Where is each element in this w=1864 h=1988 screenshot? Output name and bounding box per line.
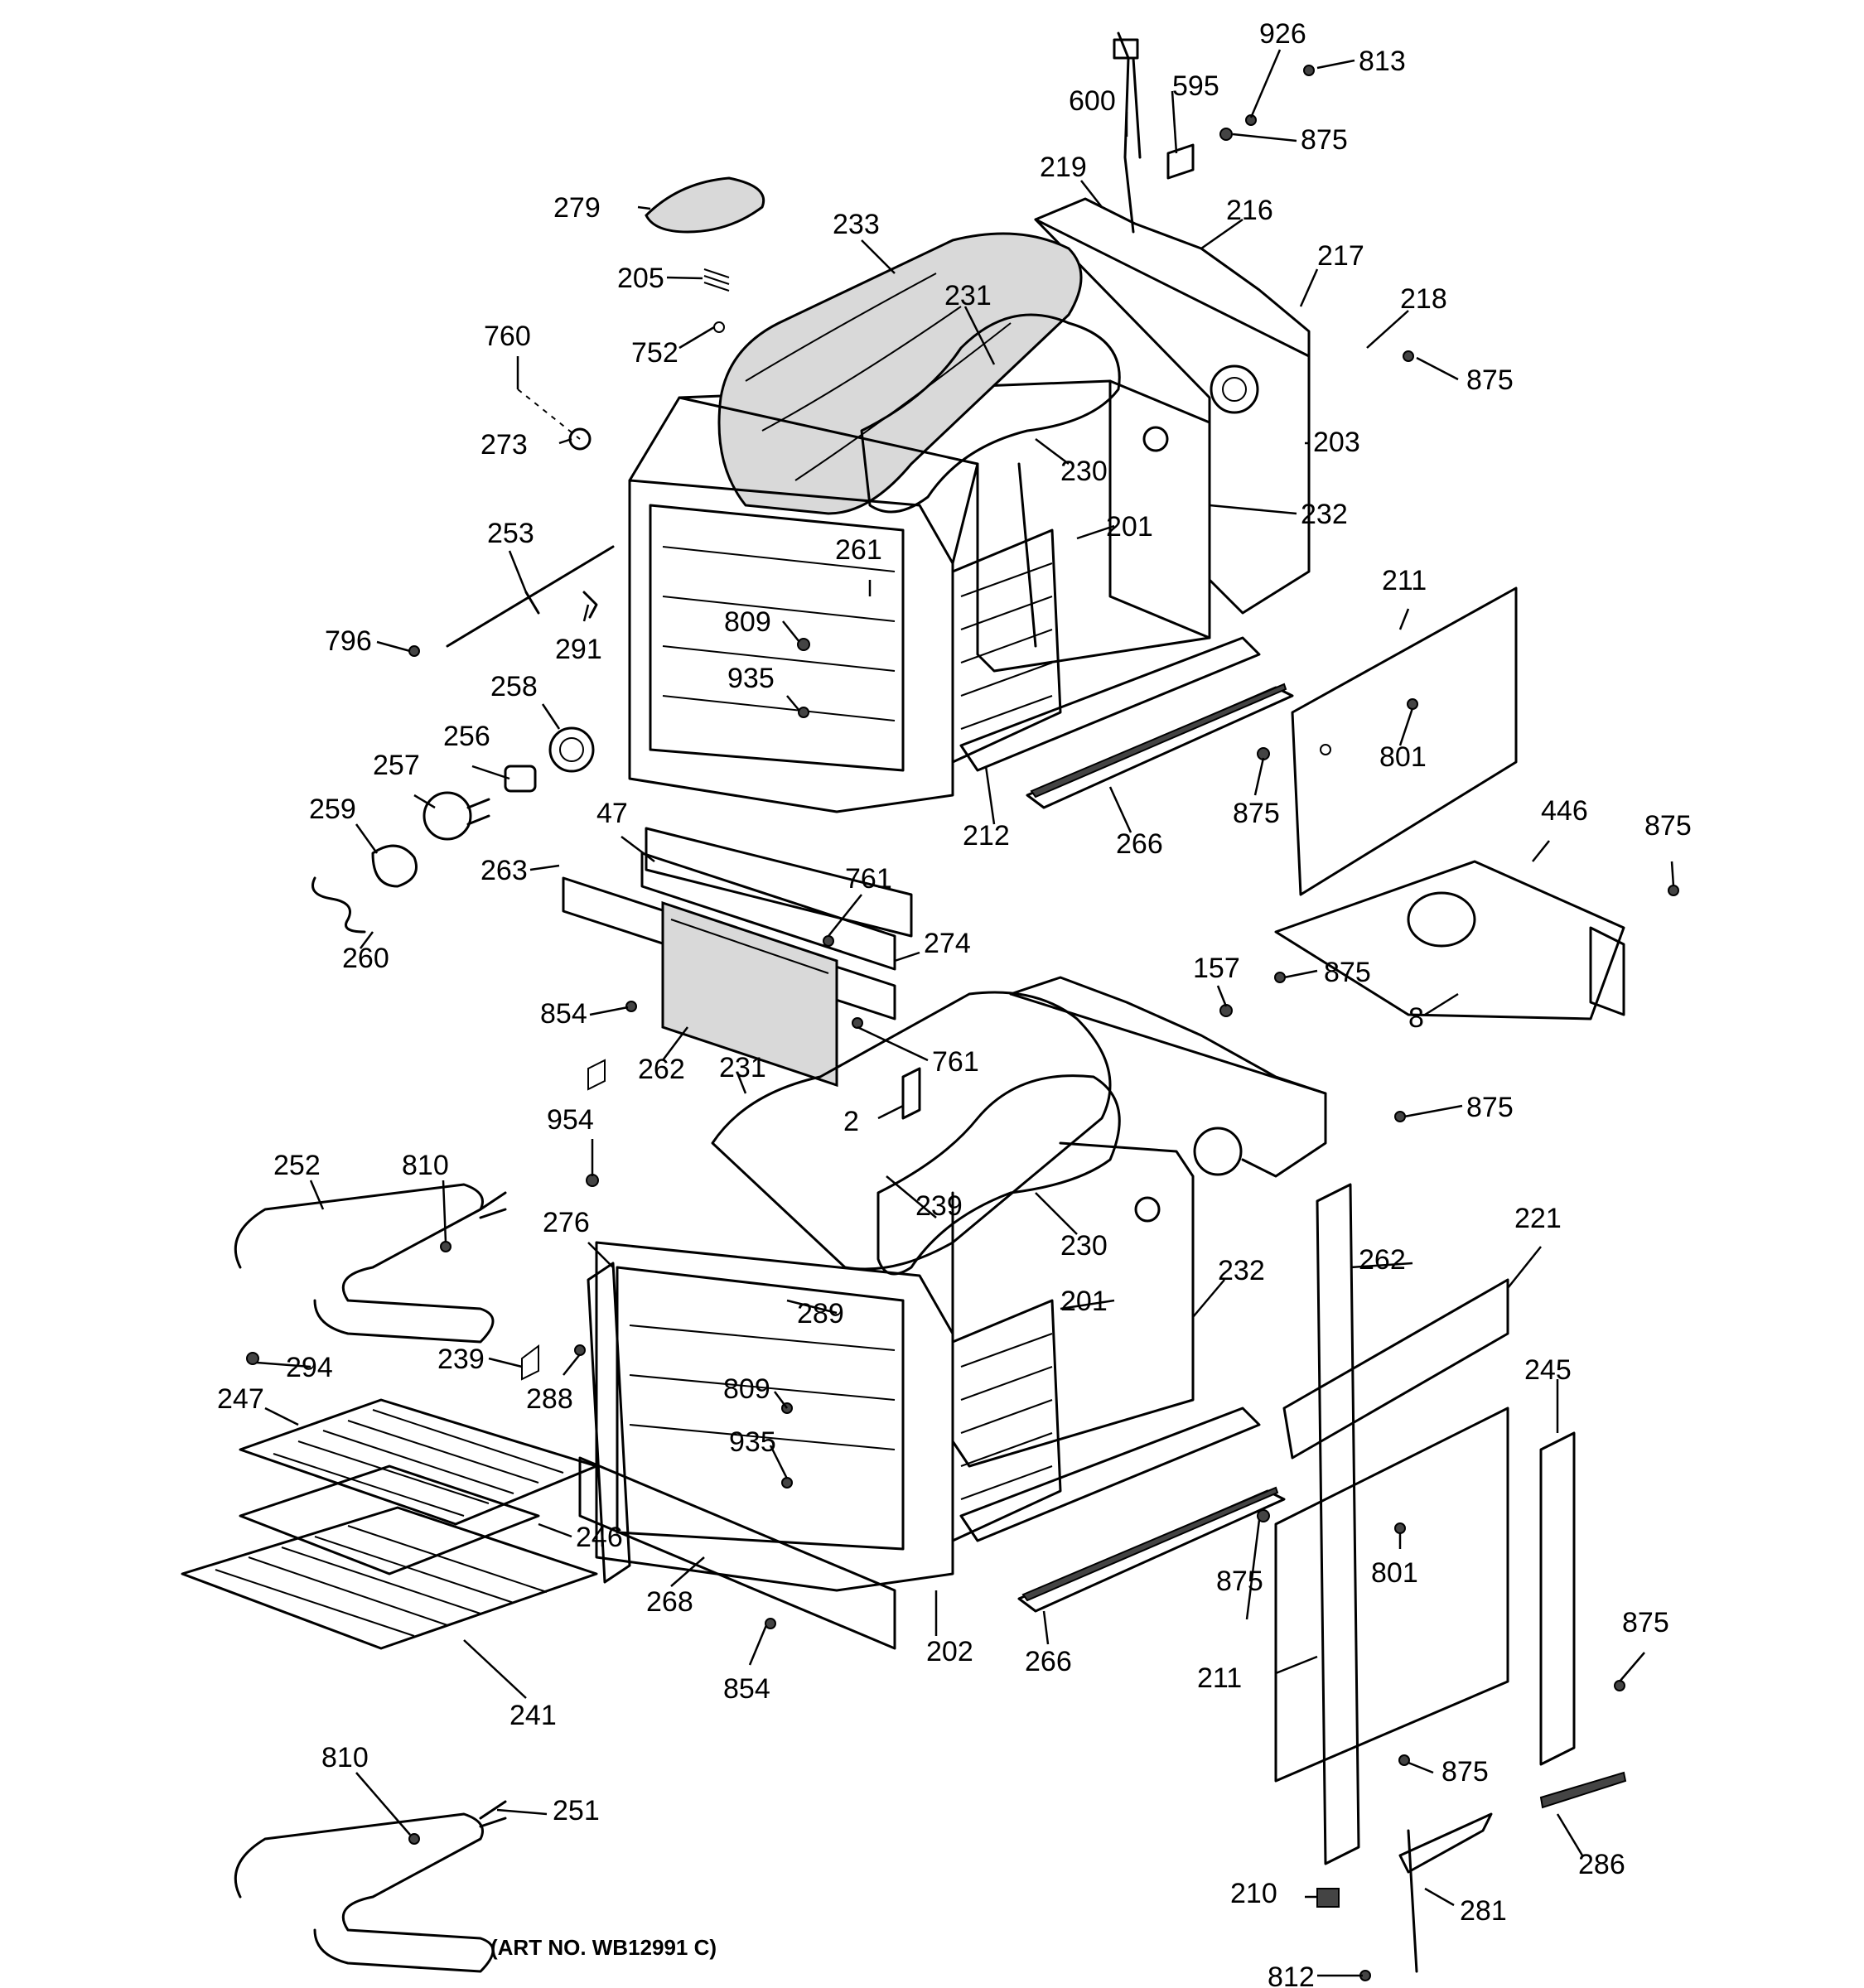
callout-205: 205 bbox=[617, 263, 664, 294]
callout-239: 239 bbox=[437, 1344, 485, 1375]
callout-760: 760 bbox=[484, 321, 531, 352]
callout-260: 260 bbox=[342, 943, 389, 974]
callout-203: 203 bbox=[1313, 427, 1360, 458]
callout-216: 216 bbox=[1226, 195, 1273, 226]
accessories bbox=[181, 1183, 598, 1973]
callout-854: 854 bbox=[723, 1673, 770, 1705]
callout-232: 232 bbox=[1218, 1255, 1265, 1286]
callout-231: 231 bbox=[944, 280, 992, 311]
callout-252: 252 bbox=[273, 1150, 321, 1181]
callout-761: 761 bbox=[845, 863, 892, 895]
callout-245: 245 bbox=[1524, 1354, 1572, 1386]
callout-233: 233 bbox=[833, 209, 880, 240]
callout-810: 810 bbox=[402, 1150, 449, 1181]
callout-47: 47 bbox=[596, 798, 628, 829]
callout-875: 875 bbox=[1466, 1092, 1514, 1123]
callout-875: 875 bbox=[1622, 1607, 1669, 1638]
callout-221: 221 bbox=[1514, 1203, 1562, 1234]
callout-201: 201 bbox=[1106, 511, 1153, 543]
callout-276: 276 bbox=[543, 1207, 590, 1238]
callout-274: 274 bbox=[924, 928, 971, 959]
callout-256: 256 bbox=[443, 721, 490, 752]
callout-241: 241 bbox=[509, 1700, 557, 1731]
callout-595: 595 bbox=[1172, 70, 1219, 102]
callout-262: 262 bbox=[638, 1054, 685, 1085]
callout-2: 2 bbox=[843, 1106, 859, 1137]
callout-801: 801 bbox=[1379, 741, 1427, 773]
callout-935: 935 bbox=[727, 663, 775, 694]
callout-875: 875 bbox=[1233, 798, 1280, 829]
callout-258: 258 bbox=[490, 671, 538, 702]
callout-752: 752 bbox=[631, 337, 678, 369]
callout-854: 854 bbox=[540, 998, 587, 1030]
callout-761: 761 bbox=[932, 1046, 979, 1078]
callout-279: 279 bbox=[553, 192, 601, 224]
callout-232: 232 bbox=[1301, 499, 1348, 530]
callout-875: 875 bbox=[1466, 364, 1514, 396]
callout-281: 281 bbox=[1460, 1895, 1507, 1927]
callout-239: 239 bbox=[915, 1190, 963, 1222]
callout-875: 875 bbox=[1324, 957, 1371, 988]
callout-211: 211 bbox=[1197, 1662, 1242, 1694]
callout-600: 600 bbox=[1069, 85, 1116, 117]
callout-875: 875 bbox=[1644, 810, 1692, 842]
callout-157: 157 bbox=[1193, 953, 1240, 984]
callout-875: 875 bbox=[1301, 124, 1348, 156]
callout-201: 201 bbox=[1060, 1286, 1108, 1317]
callout-230: 230 bbox=[1060, 1230, 1108, 1262]
callout-294: 294 bbox=[286, 1352, 333, 1383]
middle-panels bbox=[562, 586, 1625, 1120]
callout-809: 809 bbox=[723, 1373, 770, 1405]
callout-813: 813 bbox=[1359, 46, 1406, 77]
lower-oven-assembly bbox=[578, 976, 1627, 1973]
callout-273: 273 bbox=[480, 429, 528, 461]
callout-291: 291 bbox=[555, 634, 602, 665]
callout-217: 217 bbox=[1317, 240, 1364, 272]
callout-286: 286 bbox=[1578, 1849, 1625, 1880]
callout-8: 8 bbox=[1408, 1002, 1424, 1034]
callout-261: 261 bbox=[835, 534, 882, 566]
callout-262: 262 bbox=[1359, 1244, 1406, 1276]
callout-218: 218 bbox=[1400, 283, 1447, 315]
callout-210: 210 bbox=[1230, 1878, 1277, 1909]
fasteners bbox=[246, 65, 1679, 1981]
callout-810: 810 bbox=[321, 1742, 369, 1773]
upper-oven-assembly bbox=[311, 31, 1311, 934]
callout-801: 801 bbox=[1371, 1557, 1418, 1589]
callout-246: 246 bbox=[576, 1522, 623, 1553]
callout-231: 231 bbox=[719, 1052, 766, 1083]
callout-954: 954 bbox=[547, 1104, 594, 1136]
callout-268: 268 bbox=[646, 1586, 693, 1618]
callout-875: 875 bbox=[1216, 1566, 1263, 1597]
callout-266: 266 bbox=[1025, 1646, 1072, 1677]
callout-266: 266 bbox=[1116, 828, 1163, 860]
callout-247: 247 bbox=[217, 1383, 264, 1415]
callout-211: 211 bbox=[1382, 565, 1427, 596]
callout-251: 251 bbox=[553, 1795, 600, 1826]
callout-labels: 813 926 595 600 875 219 216 217 218 875 … bbox=[217, 18, 1692, 1988]
callout-259: 259 bbox=[309, 794, 356, 825]
callout-289: 289 bbox=[797, 1298, 844, 1329]
callout-288: 288 bbox=[526, 1383, 573, 1415]
callout-935: 935 bbox=[729, 1426, 776, 1458]
callout-212: 212 bbox=[963, 820, 1010, 852]
callout-446: 446 bbox=[1541, 795, 1588, 827]
callout-253: 253 bbox=[487, 518, 534, 549]
callout-796: 796 bbox=[325, 625, 372, 657]
callout-875: 875 bbox=[1441, 1756, 1489, 1788]
leader-lines bbox=[256, 49, 1675, 1977]
callout-230: 230 bbox=[1060, 456, 1108, 487]
callout-812: 812 bbox=[1268, 1961, 1315, 1988]
callout-202: 202 bbox=[926, 1636, 973, 1667]
callout-926: 926 bbox=[1259, 18, 1306, 50]
callout-219: 219 bbox=[1040, 152, 1087, 183]
callout-809: 809 bbox=[724, 606, 771, 638]
callout-263: 263 bbox=[480, 855, 528, 886]
callout-257: 257 bbox=[373, 750, 420, 781]
art-number: (ART NO. WB12991 C) bbox=[490, 1935, 717, 1960]
